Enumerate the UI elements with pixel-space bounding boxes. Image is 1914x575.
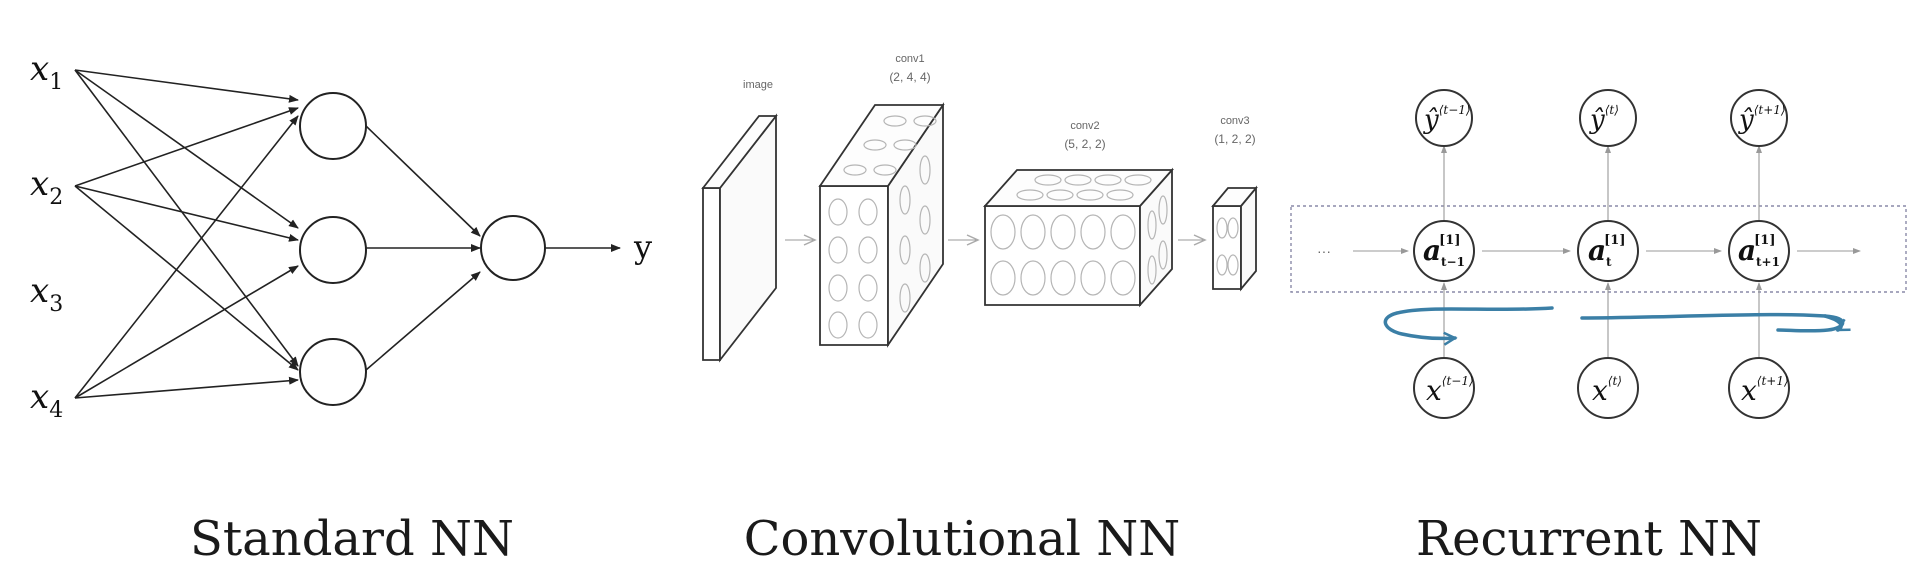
- svg-text:x⟨t⟩: x⟨t⟩: [1592, 374, 1622, 407]
- rnn-hidden-node-2: a[1]t: [1577, 220, 1639, 282]
- rnn-input-node-1: x⟨t−1⟩: [1413, 357, 1475, 419]
- caption-standard-nn: Standard NN: [190, 511, 514, 567]
- input-label-x3: x3: [30, 271, 63, 317]
- ink-arrow-backward: [1383, 306, 1554, 346]
- input-label-x4: x4: [30, 377, 63, 423]
- svg-text:ŷ⟨t+1⟩: ŷ⟨t+1⟩: [1738, 103, 1786, 135]
- rnn-hidden-node-3: a[1]t+1: [1728, 220, 1790, 282]
- input-image-block: [701, 113, 778, 363]
- caption-recurrent-nn: Recurrent NN: [1416, 511, 1762, 567]
- label-conv1-dims: (2, 4, 4): [889, 70, 930, 84]
- conv2-top-ovals: [1016, 174, 1152, 201]
- rnn-output-node-3: ŷ⟨t+1⟩: [1730, 89, 1788, 147]
- rnn-vertical-edges: [1441, 145, 1762, 358]
- standard-nn: x1 x2 x3 x4 y Standard NN: [30, 49, 652, 567]
- rnn-output-node-2: ŷ⟨t⟩: [1579, 89, 1637, 147]
- label-conv1: conv1: [895, 53, 924, 65]
- rnn-hidden-node-1: a[1]t−1: [1413, 220, 1475, 282]
- label-conv2-dims: (5, 2, 2): [1064, 137, 1105, 151]
- svg-text:a[1]t: a[1]t: [1588, 233, 1626, 269]
- input-label-x2: x2: [30, 164, 63, 210]
- recurrent-nn: ··· ŷ⟨t−1⟩ ŷ⟨t⟩ ŷ⟨t+1⟩ a[1]t−1 a[1]t a[1…: [1290, 89, 1907, 567]
- svg-text:ŷ⟨t−1⟩: ŷ⟨t−1⟩: [1423, 103, 1471, 135]
- ink-arrow-forward: [1580, 312, 1845, 333]
- caption-convolutional-nn: Convolutional NN: [744, 511, 1181, 567]
- conv2-block: [982, 167, 1175, 308]
- hidden-output-edges: [365, 125, 621, 371]
- rnn-layer-box: [1290, 205, 1907, 293]
- conv1-front-ovals: [828, 198, 878, 339]
- svg-text:ŷ⟨t⟩: ŷ⟨t⟩: [1589, 103, 1619, 135]
- conv3-block: [1211, 185, 1258, 292]
- conv1-block: [818, 102, 945, 348]
- label-conv3-dims: (1, 2, 2): [1214, 132, 1255, 146]
- rnn-output-node-1: ŷ⟨t−1⟩: [1415, 89, 1473, 147]
- input-hidden-edges: [74, 69, 299, 399]
- input-label-x1: x1: [30, 49, 63, 95]
- output-node: [480, 215, 546, 281]
- rnn-input-node-2: x⟨t⟩: [1577, 357, 1639, 419]
- svg-text:x⟨t+1⟩: x⟨t+1⟩: [1741, 374, 1789, 407]
- conv1-side-ovals: [899, 155, 931, 313]
- rnn-input-node-3: x⟨t+1⟩: [1728, 357, 1790, 419]
- hidden-node-3: [299, 338, 367, 406]
- label-conv3: conv3: [1220, 115, 1249, 127]
- conv1-top-ovals: [843, 115, 937, 176]
- ink-arrow-forward-head: [1823, 314, 1851, 332]
- label-conv2: conv2: [1070, 120, 1099, 132]
- conv2-front-ovals: [990, 214, 1136, 296]
- svg-text:x⟨t−1⟩: x⟨t−1⟩: [1426, 374, 1474, 407]
- hidden-node-2: [299, 216, 367, 284]
- output-label-y: y: [633, 228, 652, 266]
- label-image: image: [743, 79, 773, 91]
- svg-text:a[1]t+1: a[1]t+1: [1738, 233, 1780, 269]
- svg-text:a[1]t−1: a[1]t−1: [1423, 233, 1465, 269]
- convolutional-nn: image: [701, 53, 1258, 567]
- rnn-ellipsis: ···: [1317, 243, 1331, 259]
- hidden-node-1: [299, 92, 367, 160]
- conv2-side-ovals: [1147, 195, 1168, 285]
